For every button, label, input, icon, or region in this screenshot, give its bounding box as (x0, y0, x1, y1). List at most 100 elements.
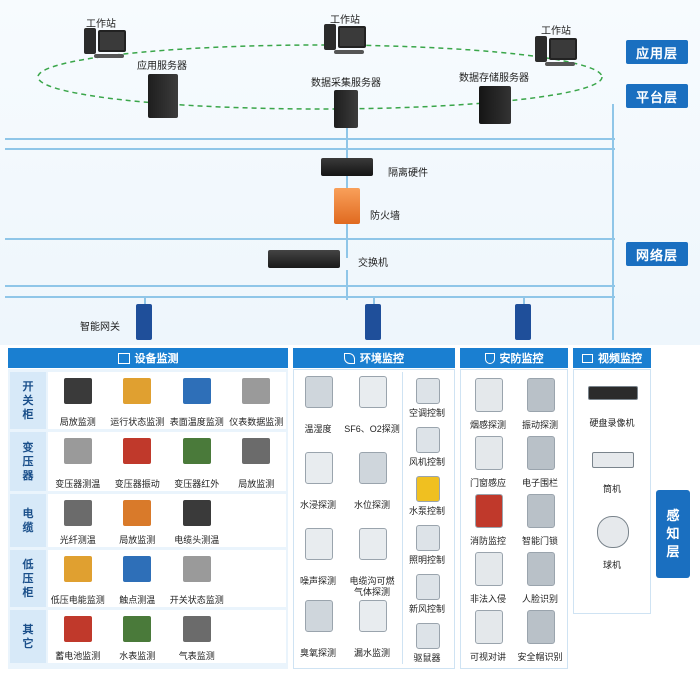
connector-line (373, 296, 375, 306)
network-bus-line-3 (5, 296, 615, 298)
video-panel (573, 369, 651, 614)
device-row-label: 其 它 (10, 610, 46, 663)
security-item-label: 非法入侵 (469, 594, 506, 604)
video-panel-title: 视频监控 (598, 353, 642, 365)
env-control-icon (416, 427, 440, 453)
security-device-icon (527, 378, 555, 412)
env-item-label: 水位探测 (353, 500, 390, 510)
device-item-label: 光纤测温 (59, 535, 96, 545)
connector-line (144, 296, 146, 306)
security-item-label: 消防监控 (469, 536, 506, 546)
device-item-label: 仪表数据监测 (229, 417, 284, 427)
device-item-label: 蓄电池监测 (55, 651, 101, 661)
device-item-label: 触点测温 (119, 595, 156, 605)
security-device-icon (527, 436, 555, 470)
workstation-label: 工作站 (86, 19, 116, 30)
device-item-label: 表面温度监测 (169, 417, 224, 427)
device-icon (63, 556, 92, 582)
switch-label: 交换机 (358, 258, 388, 269)
isolation-hardware-label: 隔离硬件 (388, 168, 428, 179)
device-row-label: 变 压 器 (10, 432, 46, 491)
device-icon (242, 378, 271, 404)
security-device-icon (475, 436, 503, 470)
keyboard-icon (94, 54, 124, 58)
device-icon (123, 556, 152, 582)
device-item-label: 水表监测 (119, 651, 156, 661)
network-bus-line-2 (5, 285, 615, 287)
device-panel-title: 设备监测 (134, 353, 179, 365)
platform-bus-line-2 (5, 148, 615, 150)
device-item-label: 局放监测 (119, 535, 156, 545)
connector-line (346, 224, 348, 258)
env-sensor-icon (305, 452, 333, 484)
security-item-label: 振动探测 (521, 420, 558, 430)
device-item-label: 电缆头测温 (174, 535, 220, 545)
video-item-label: 硬盘录像机 (589, 418, 635, 428)
security-panel-title: 安防监控 (499, 353, 544, 365)
device-icon (123, 438, 152, 464)
app-server-label: 应用服务器 (137, 61, 187, 72)
firewall-icon (334, 188, 360, 224)
video-device-icon (597, 516, 629, 548)
security-item-label: 烟感探测 (469, 420, 506, 430)
keyboard-icon (545, 62, 575, 66)
env-control-label: 驱鼠器 (413, 653, 441, 663)
env-panel-header: 环境监控 (293, 348, 455, 368)
video-panel-header: 视频监控 (573, 348, 651, 368)
keyboard-icon (334, 50, 364, 54)
collect-server-label: 数据采集服务器 (311, 78, 381, 89)
firewall-label: 防火墙 (370, 211, 400, 222)
collect-server-icon (334, 90, 358, 128)
env-control-label: 照明控制 (408, 555, 445, 565)
video-item-label: 筒机 (602, 484, 621, 494)
device-row-label: 开 关 柜 (10, 372, 46, 429)
pc-tower-icon (324, 24, 336, 50)
device-icon (63, 438, 92, 464)
platform-ellipse (37, 44, 603, 110)
grid-icon (117, 352, 130, 364)
device-item-label: 局放监测 (59, 417, 96, 427)
security-device-icon (475, 494, 503, 528)
video-device-icon (588, 386, 638, 400)
device-icon (182, 500, 211, 526)
layer-app-badge: 应用层 (626, 40, 688, 64)
device-icon (182, 616, 211, 642)
device-item-label: 气表监测 (178, 651, 215, 661)
env-panel-title: 环境监控 (360, 353, 404, 365)
env-item-label: 水浸探测 (299, 500, 336, 510)
device-item-label: 运行状态监测 (110, 417, 165, 427)
device-icon (182, 378, 211, 404)
env-sensor-icon (359, 600, 387, 632)
monitor-icon (98, 30, 126, 52)
device-icon (123, 500, 152, 526)
env-item-label: SF6、O2探测 (344, 424, 400, 434)
security-device-icon (475, 610, 503, 644)
env-control-icon (416, 525, 440, 551)
device-panel-header: 设备监测 (8, 348, 288, 368)
security-item-label: 可视对讲 (469, 652, 506, 662)
env-item-label: 电缆沟可燃 气体探测 (349, 576, 395, 597)
platform-bus-line-1 (5, 138, 615, 140)
security-device-icon (475, 552, 503, 586)
layer-network-badge: 网络层 (626, 242, 688, 266)
leaf-icon (344, 352, 355, 364)
env-sensor-icon (305, 600, 333, 632)
switch-icon (268, 250, 340, 268)
env-item-label: 温湿度 (304, 424, 332, 434)
device-item-label: 变压器红外 (174, 479, 220, 489)
env-control-label: 新风控制 (408, 604, 445, 614)
device-icon (123, 378, 152, 404)
security-item-label: 智能门锁 (521, 536, 558, 546)
env-divider (402, 372, 403, 664)
storage-server-icon (479, 86, 511, 124)
connector-line (523, 296, 525, 306)
monitor-icon (338, 26, 366, 48)
connector-line (346, 176, 348, 188)
device-row-label: 低 压 柜 (10, 550, 46, 607)
device-item-label: 开关状态监测 (169, 595, 224, 605)
device-icon (63, 616, 92, 642)
device-icon (63, 378, 92, 404)
env-control-icon (416, 476, 440, 502)
env-control-icon (416, 623, 440, 649)
security-device-icon (527, 494, 555, 528)
